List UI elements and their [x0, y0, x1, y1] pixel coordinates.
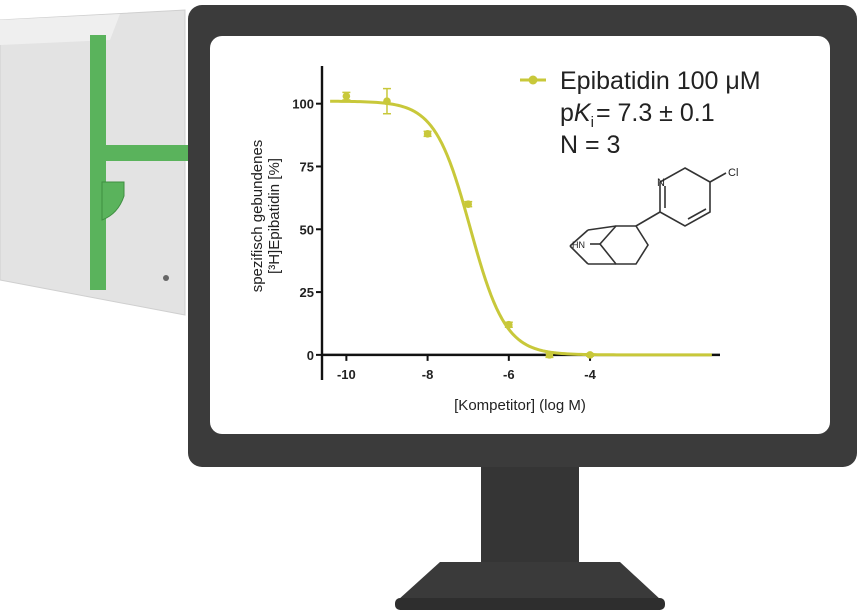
monitor-stand	[395, 463, 665, 610]
data-point	[505, 320, 513, 329]
pki-annotation: pKi= 7.3 ± 0.1	[560, 99, 715, 131]
legend-marker	[528, 75, 538, 85]
data-point	[423, 130, 432, 138]
data-point	[464, 200, 473, 208]
data-point	[342, 92, 351, 100]
y-tick-label: 75	[300, 159, 314, 174]
data-points	[342, 87, 595, 359]
chemical-structure-icon	[569, 167, 727, 265]
x-tick-label: -4	[584, 367, 596, 382]
structure-label-n: N	[657, 177, 665, 189]
pki-prefix: p	[560, 99, 574, 127]
y-tick-label: 0	[307, 348, 314, 363]
x-axis-title: [Kompetitor] (log M)	[454, 397, 586, 414]
structure-label-cl: Cl	[728, 167, 738, 179]
structure-label-hn: HN	[572, 240, 585, 250]
x-tick-label: -8	[422, 367, 434, 382]
data-point	[383, 97, 391, 105]
x-tick-label: -6	[503, 367, 515, 382]
pki-k: K	[574, 99, 592, 127]
y-tick-label: 25	[300, 285, 314, 300]
n-annotation: N = 3	[560, 131, 620, 159]
x-tick-label: -10	[337, 367, 356, 382]
legend-series-name: Epibatidin 100 μM	[560, 67, 761, 95]
x-axis-ticks: -10 -8 -6 -4	[337, 354, 597, 382]
data-point	[545, 351, 554, 359]
data-point	[586, 351, 594, 359]
y-axis-ticks: 0 25 50 75 100	[292, 97, 322, 363]
lab-instrument-icon	[0, 9, 190, 316]
monitor-icon	[188, 5, 857, 467]
y-tick-label: 100	[292, 97, 314, 112]
y-axis-title-line2: [³H]Epibatidin [%]	[266, 158, 283, 274]
legend: Epibatidin 100 μM pKi= 7.3 ± 0.1 N = 3	[520, 67, 761, 159]
fit-curve	[330, 99, 712, 357]
pki-value: = 7.3 ± 0.1	[596, 99, 715, 127]
y-axis-title-line1: spezifisch gebundenes	[249, 140, 266, 293]
pki-sub: i	[591, 114, 594, 131]
y-tick-label: 50	[300, 222, 314, 237]
binding-chart: -10 -8 -6 -4 0 25 50 75 100 [Kompetitor] (log M…	[249, 66, 761, 414]
